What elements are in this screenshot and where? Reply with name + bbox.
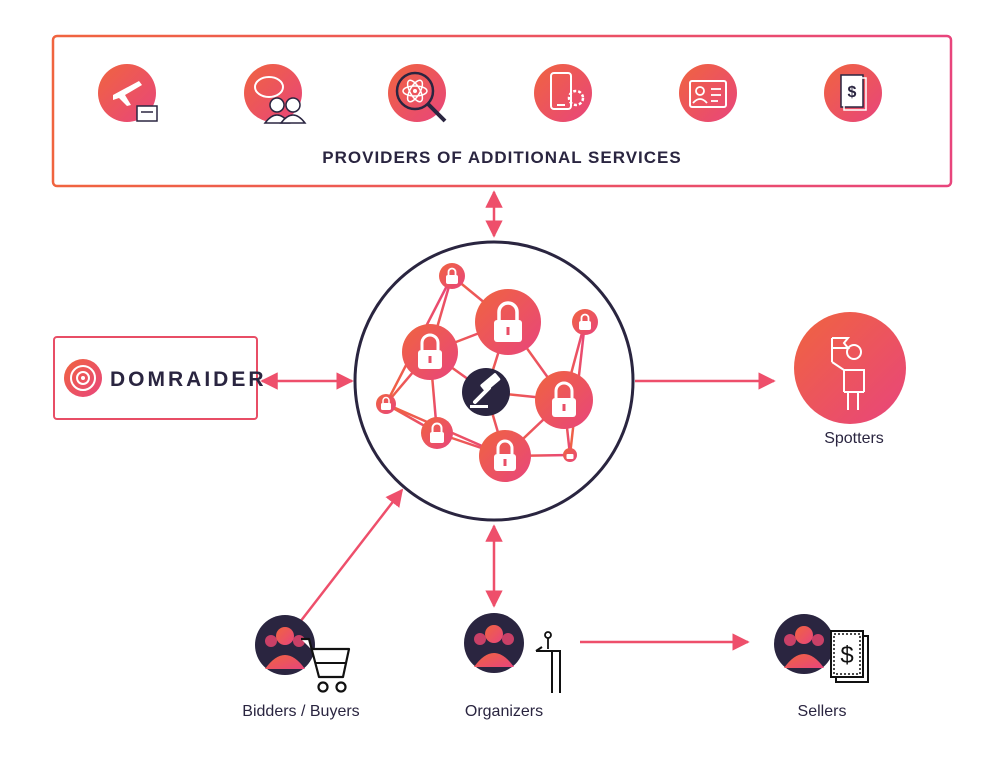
domraider-logo-icon — [64, 359, 102, 397]
svg-text:$: $ — [848, 84, 857, 101]
atom-search-icon — [388, 64, 447, 123]
organizers-label: Organizers — [464, 703, 544, 720]
mobile-gear-icon — [534, 64, 592, 122]
padlock-icon — [535, 371, 593, 429]
padlock-icon — [439, 263, 465, 289]
brand-box — [53, 336, 258, 420]
sellers-label: Sellers — [797, 703, 847, 720]
brand-name: DOMRAIDER — [110, 368, 267, 391]
spotters-label: Spotters — [824, 430, 884, 447]
bidders-hub-connector — [299, 488, 404, 623]
padlock-icon — [475, 289, 541, 355]
padlock-icon — [376, 394, 396, 414]
organizers-icon — [464, 613, 561, 693]
bidders-label: Bidders / Buyers — [242, 703, 360, 720]
id-card-icon — [679, 64, 737, 122]
providers-title: PROVIDERS OF ADDITIONAL SERVICES — [322, 148, 682, 167]
padlock-icon — [402, 324, 458, 380]
bidders-icon — [255, 615, 351, 693]
providers-box — [51, 34, 953, 188]
padlock-icon — [563, 448, 577, 462]
padlock-icon — [479, 430, 531, 482]
plane-box-icon — [98, 64, 158, 122]
dollar-document-icon: $ — [824, 64, 882, 122]
spotters-icon — [794, 312, 906, 424]
padlock-icon — [421, 417, 453, 449]
gavel-icon — [462, 368, 510, 416]
sellers-icon: $ — [774, 614, 869, 683]
padlock-icon — [572, 309, 598, 335]
svg-text:$: $ — [840, 642, 853, 669]
users-piggybank-icon — [244, 64, 307, 124]
